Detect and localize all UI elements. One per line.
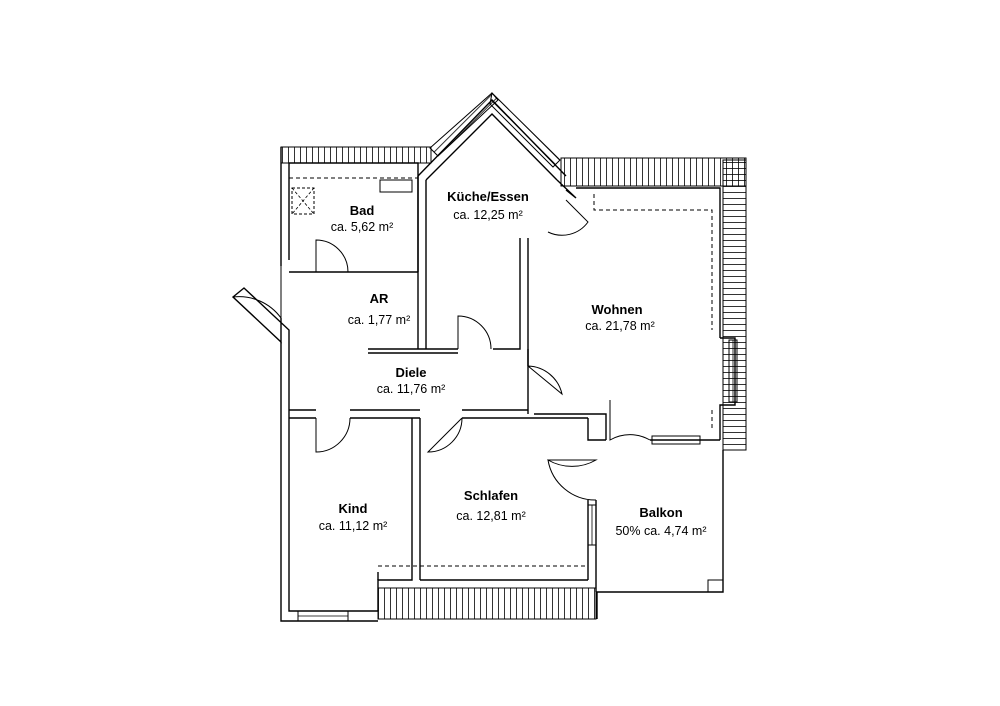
room-area-schlafen: ca. 12,81 m²	[456, 509, 525, 523]
door-kind	[315, 417, 351, 453]
room-name-ar: AR	[370, 291, 389, 306]
windows	[297, 339, 738, 622]
room-area-diele: ca. 11,76 m²	[377, 382, 446, 396]
room-name-kueche: Küche/Essen	[447, 189, 529, 204]
door-bad	[315, 239, 349, 273]
room-area-balkon: 50% ca. 4,74 m²	[615, 524, 706, 538]
room-area-bad: ca. 5,62 m²	[331, 220, 394, 234]
door-kueche	[547, 199, 589, 236]
room-name-wohnen: Wohnen	[591, 302, 642, 317]
roof-hatch-right	[722, 159, 747, 451]
roof-hatch-top-left	[280, 146, 432, 164]
room-area-ar: ca. 1,77 m²	[348, 313, 411, 327]
interior-walls	[289, 180, 607, 611]
door-ar	[232, 266, 282, 320]
roof-slope-hatching	[280, 91, 747, 620]
room-area-kueche: ca. 12,25 m²	[453, 208, 522, 222]
door-wohnen	[527, 365, 563, 396]
room-name-bad: Bad	[350, 203, 375, 218]
roof-hatch-top-right	[560, 157, 747, 187]
doors	[232, 199, 651, 501]
room-area-kind: ca. 11,12 m²	[319, 519, 388, 533]
room-labels: Bad ca. 5,62 m² Küche/Essen ca. 12,25 m²…	[319, 189, 707, 538]
roof-hatch-gable-left	[429, 92, 499, 157]
bath-fixtures	[291, 179, 413, 215]
shower-tray	[291, 187, 315, 215]
room-name-balkon: Balkon	[639, 505, 682, 520]
door-balkon-wohnen	[609, 400, 651, 441]
room-name-diele: Diele	[395, 365, 426, 380]
door-diele	[457, 315, 492, 350]
bathtub	[379, 179, 413, 193]
roof-height-lines	[289, 177, 713, 567]
door-balkon-schlafen	[547, 459, 598, 501]
room-name-schlafen: Schlafen	[464, 488, 518, 503]
door-schlafen	[426, 417, 463, 453]
roof-hatch-bottom	[377, 587, 597, 620]
room-name-kind: Kind	[339, 501, 368, 516]
room-area-wohnen: ca. 21,78 m²	[585, 319, 654, 333]
roof-hatch-gable-right	[489, 91, 561, 168]
